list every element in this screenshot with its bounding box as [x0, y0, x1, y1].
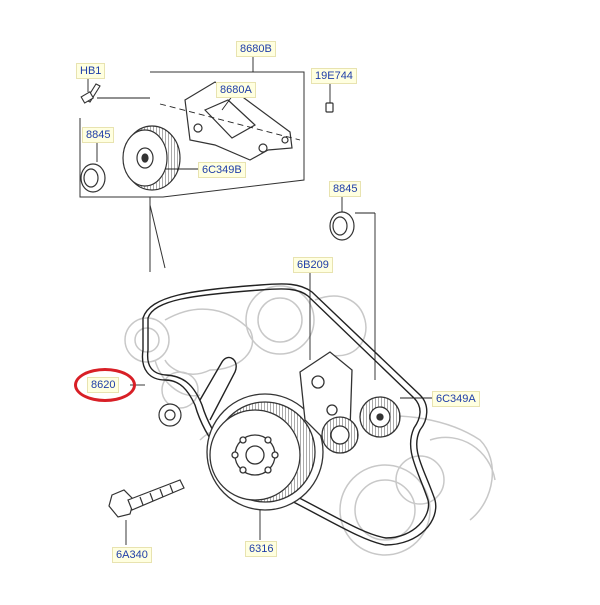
label-hb1: HB1: [76, 63, 106, 79]
cap-8845-right: [329, 211, 355, 241]
bolt-6a340: [108, 479, 185, 518]
bolt-hb1: [80, 83, 101, 104]
label-6a340: 6A340: [112, 547, 152, 563]
label-8680b: 8680B: [236, 41, 276, 57]
inset-outline: [79, 71, 305, 272]
label-8680a: 8680A: [216, 82, 256, 98]
cap-8845-top: [80, 163, 106, 193]
pulley-6c349b: [122, 125, 181, 191]
crankshaft-pulley-6316: [206, 393, 324, 511]
label-6316: 6316: [245, 541, 278, 557]
label-8845-right: 8845: [329, 181, 362, 197]
label-8845-top: 8845: [82, 127, 115, 143]
leader-lines: [87, 55, 432, 545]
small-pulley-left: [158, 403, 182, 427]
nut-19e744: [325, 102, 334, 113]
idler-pulley-6c349a: [359, 396, 401, 438]
bracket-8680a: [184, 81, 293, 161]
label-6b209: 6B209: [293, 257, 333, 273]
label-6c349a: 6C349A: [432, 391, 480, 407]
label-6c349b: 6C349B: [198, 162, 246, 178]
belt-8620: [141, 283, 437, 546]
tensioner-6b209: [299, 351, 359, 454]
label-19e744: 19E744: [311, 68, 357, 84]
highlight-ellipse-8620: [74, 368, 136, 402]
